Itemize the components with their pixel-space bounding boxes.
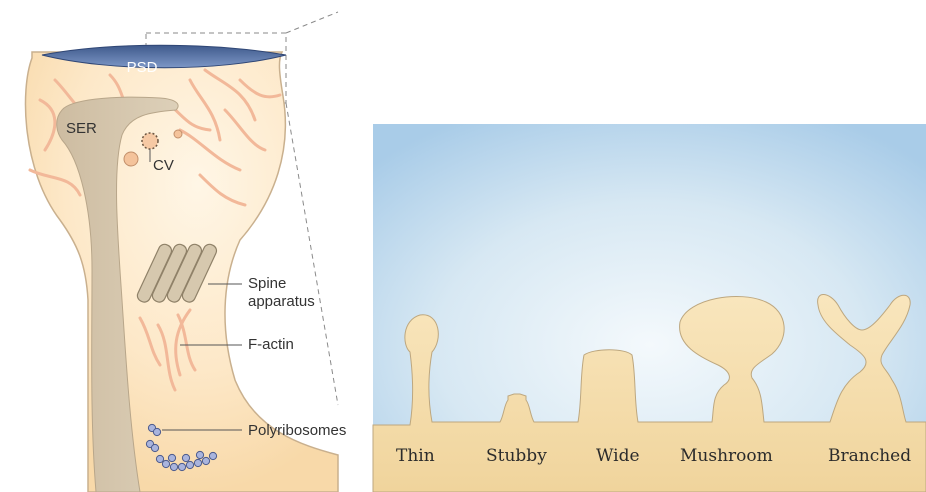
spine-apparatus-label-line2: apparatus — [248, 293, 315, 310]
spine-morphology-panel: Thin Stubby Wide Mushroom Branched — [373, 124, 926, 492]
f-actin-label: F-actin — [248, 336, 294, 353]
shape-label-mushroom: Mushroom — [680, 446, 773, 466]
ser-label: SER — [66, 120, 97, 137]
spine-apparatus-label-line1: Spine — [248, 275, 286, 292]
spine-anatomy-diagram: PSD SER CV — [25, 12, 346, 492]
polyribosomes-label: Polyribosomes — [248, 422, 346, 439]
shape-label-thin: Thin — [396, 446, 435, 466]
shape-label-branched: Branched — [828, 446, 911, 466]
shape-label-wide: Wide — [596, 446, 640, 466]
psd-label: PSD — [127, 59, 158, 76]
cv-label: CV — [153, 157, 174, 174]
shape-label-stubby: Stubby — [486, 446, 547, 466]
